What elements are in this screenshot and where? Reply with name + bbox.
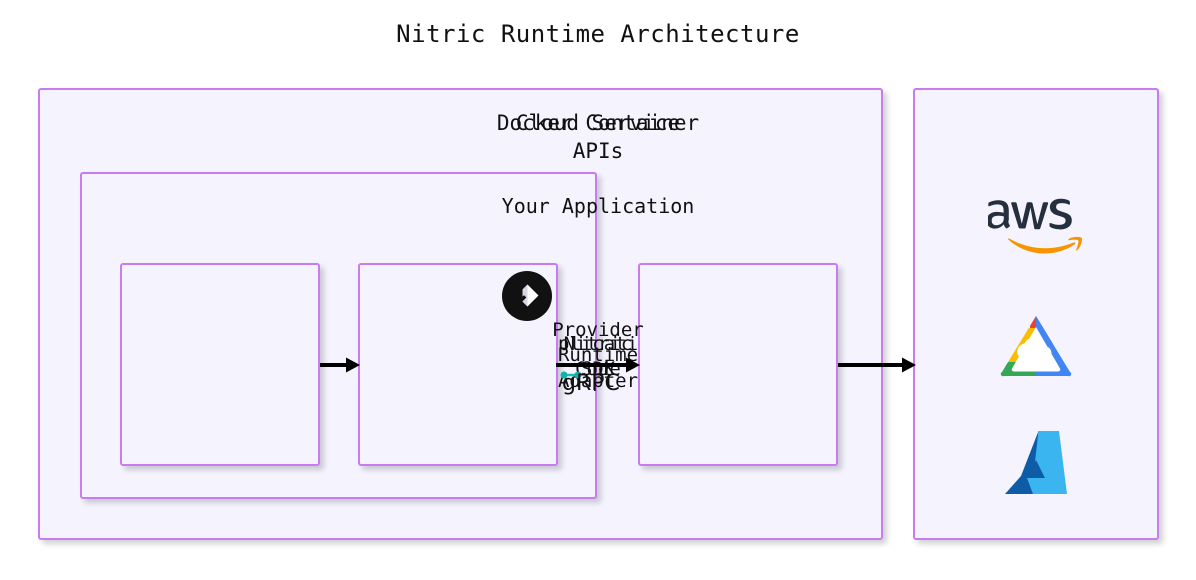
- page-title: Nitric Runtime Architecture: [396, 20, 800, 48]
- cloud-service-apis-box: [913, 88, 1159, 540]
- nitric-logo-icon: [502, 271, 552, 321]
- google-cloud-logo-icon: [913, 310, 1159, 396]
- arrow-adapter-to-cloud: [838, 355, 916, 375]
- application-code-box: [120, 263, 320, 466]
- cloud-service-apis-label: Cloud Service APIs: [515, 111, 681, 163]
- grpc-link-icon: [560, 367, 584, 381]
- arrow-code-to-sdk: [320, 355, 360, 375]
- docker-container-label: Docker Container: [496, 111, 700, 135]
- your-application-label: Your Application: [501, 194, 695, 218]
- provider-runtime-adapter-box: [638, 263, 838, 466]
- arrow-sdk-to-adapter: [556, 355, 640, 375]
- aws-logo-icon: [913, 196, 1159, 276]
- edge-label-grpc: gRPC: [562, 371, 620, 396]
- azure-logo-icon: [913, 424, 1159, 514]
